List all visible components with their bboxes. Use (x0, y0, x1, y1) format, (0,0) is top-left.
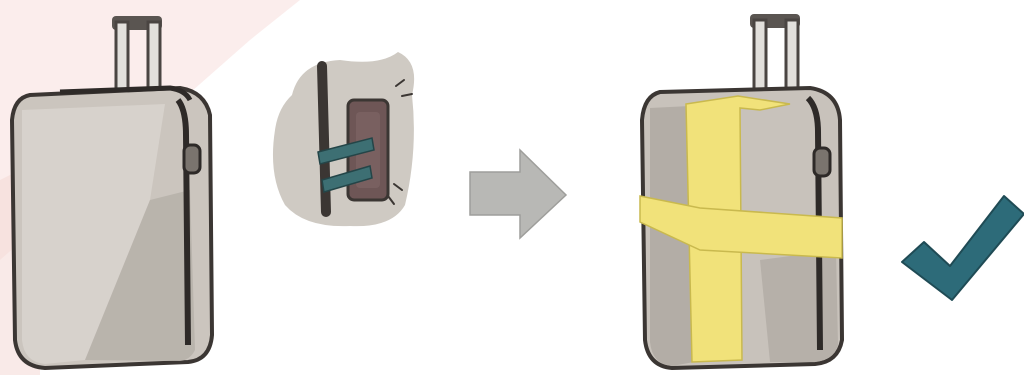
closeup-blob (273, 52, 414, 226)
suitcase-strapped (640, 14, 842, 368)
suitcase-lower-shade (760, 250, 838, 362)
arrow-right-icon (470, 150, 566, 238)
checkmark-icon (902, 196, 1024, 300)
suitcase-latch (814, 148, 830, 176)
strap-closeup (273, 52, 414, 226)
suitcase-latch (184, 145, 200, 173)
